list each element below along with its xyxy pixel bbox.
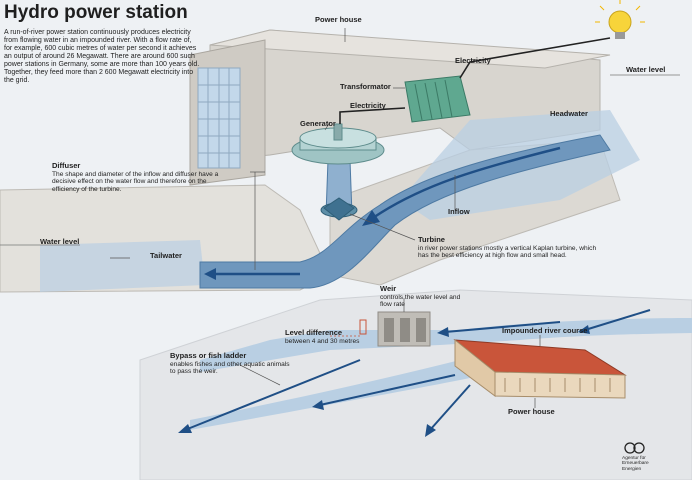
label-diffuser: Diffuser The shape and diameter of the i… [52,161,222,193]
outflow-arrow-2 [319,374,456,406]
river-arrow-1 [444,321,561,333]
label-power-house-bottom: Power house [508,407,555,416]
impounded-river [200,318,692,372]
inflow-arrowhead [362,210,380,226]
water-channel [199,134,611,289]
label-electricity-mid: Electricity [350,101,386,110]
logo-text-line3: Energien [622,466,642,472]
downstream-channel [190,360,470,430]
label-turbine: Turbine in river power stations mostly a… [418,235,598,260]
intro-paragraph: A run-of-river power station continuousl… [4,29,200,85]
bypass-arrow [184,359,361,431]
label-water-level-left: Water level [40,237,80,246]
label-weir-title: Weir [380,284,397,293]
light-bulb-icon [595,0,645,39]
power-house-window [197,67,241,169]
logo-icon [624,442,645,454]
label-level-difference-desc: between 4 and 30 metres [285,337,360,345]
tailwater-basin [40,240,205,292]
logo-text-line1: Agentur für [622,456,646,461]
power-house-building [453,338,627,399]
page-title: Hydro power station [4,2,188,23]
turbine [320,197,358,221]
label-generator: Generator [300,119,336,128]
label-electricity-top: Electricity [455,56,491,65]
cable-transformer-grid [459,37,611,79]
power-house-roof [209,29,611,69]
outflow-arrowhead-1 [425,424,436,437]
label-tailwater: Tailwater [150,251,182,260]
label-level-difference-title: Level difference [285,328,343,337]
label-power-house-top: Power house [315,15,362,24]
label-turbine-desc: in river power stations mostly a vertica… [418,244,597,260]
cable-generator-transformer [339,107,406,124]
label-level-difference: Level difference between 4 and 30 metres [285,328,385,345]
upstream-arrowhead [578,325,590,334]
logo-text-line2: Erneuerbare [622,461,649,467]
outflow-arrow-1 [429,384,471,431]
tailwater-arrowhead [204,268,216,280]
label-weir-desc: controls the water level and flow rate [380,293,461,309]
label-bypass: Bypass or fish ladder enables fishes and… [170,351,290,376]
weir [377,311,431,347]
upstream-arrow [584,309,651,331]
upper-cross-section [0,0,680,293]
generator-shaft [333,123,343,141]
label-impounded-river: Impounded river course [502,326,588,335]
river-arrowhead-1 [437,327,449,337]
label-diffuser-title: Diffuser [52,161,81,170]
inflow-arrow [369,146,561,222]
logo-text: Agentur für Erneuerbare Energien [622,456,649,472]
transformator [404,75,471,123]
label-headwater: Headwater [550,109,588,118]
label-bypass-desc: enables fishes and other aquatic animals… [170,360,290,376]
label-turbine-title: Turbine [418,235,445,244]
outflow-arrowhead-2 [312,400,324,410]
label-diffuser-desc: The shape and diameter of the inflow and… [52,170,219,193]
bypass-arrowhead [178,424,192,433]
label-transformator: Transformator [340,82,391,91]
level-difference-marker [359,319,367,335]
label-inflow: Inflow [448,207,470,216]
label-bypass-title: Bypass or fish ladder [170,351,247,360]
label-weir: Weir controls the water level and flow r… [380,284,470,309]
label-water-level-right: Water level [626,65,666,74]
lower-aerial-view [139,289,692,480]
